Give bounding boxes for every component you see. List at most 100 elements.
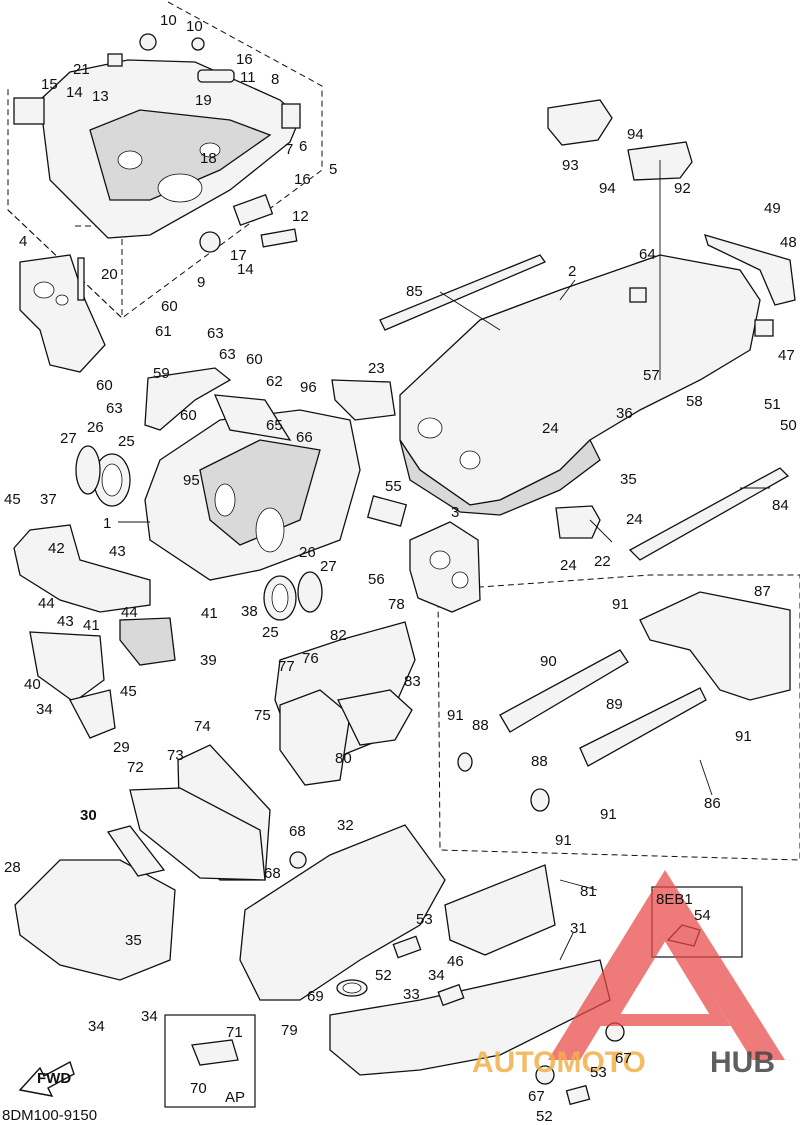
- callout-94a: 94: [627, 126, 644, 143]
- callout-87: 87: [754, 583, 771, 600]
- rear-bracket-group-outline: [437, 574, 800, 861]
- callout-81: 81: [580, 883, 597, 900]
- callout-68a: 68: [289, 823, 306, 840]
- callout-36: 36: [616, 405, 633, 422]
- callout-5: 5: [329, 161, 337, 178]
- callout-27b: 27: [320, 558, 337, 575]
- callout-78: 78: [388, 596, 405, 613]
- callout-88a: 88: [472, 717, 489, 734]
- callout-83: 83: [404, 673, 421, 690]
- callout-10b: 10: [186, 18, 203, 35]
- callout-84: 84: [772, 497, 789, 514]
- callout-29: 29: [113, 739, 130, 756]
- callout-16b: 16: [294, 171, 311, 188]
- diagram-code: 8DM100-9150: [2, 1107, 97, 1124]
- callout-34a: 34: [36, 701, 53, 718]
- callout-19: 19: [195, 92, 212, 109]
- ap-box-label: AP: [225, 1089, 245, 1106]
- callout-73: 73: [167, 747, 184, 764]
- callout-28: 28: [4, 859, 21, 876]
- callout-58: 58: [686, 393, 703, 410]
- callout-27a: 27: [60, 430, 77, 447]
- callout-26a: 26: [87, 419, 104, 436]
- callout-72: 72: [127, 759, 144, 776]
- callout-76: 76: [302, 650, 319, 667]
- callout-63b: 63: [219, 346, 236, 363]
- ap-variant-box: [164, 1014, 256, 1108]
- callout-34d: 34: [141, 1008, 158, 1025]
- callout-91e: 91: [555, 832, 572, 849]
- callout-47: 47: [778, 347, 795, 364]
- leader-lines: [118, 160, 770, 961]
- callout-39: 39: [200, 652, 217, 669]
- callout-64: 64: [639, 246, 656, 263]
- callout-88b: 88: [531, 753, 548, 770]
- callout-71: 71: [226, 1024, 243, 1041]
- callout-45a: 45: [4, 491, 21, 508]
- callout-60d: 60: [180, 407, 197, 424]
- callout-41b: 41: [201, 605, 218, 622]
- callout-48: 48: [780, 234, 797, 251]
- callout-75: 75: [254, 707, 271, 724]
- callout-44b: 44: [121, 604, 138, 621]
- callout-33: 33: [403, 986, 420, 1003]
- automotohub-watermark-logo: [548, 870, 785, 1060]
- callout-12: 12: [292, 208, 309, 225]
- callout-40: 40: [24, 676, 41, 693]
- callout-22: 22: [594, 553, 611, 570]
- callout-65: 65: [266, 417, 283, 434]
- callout-82: 82: [330, 627, 347, 644]
- callout-54: 54: [694, 907, 711, 924]
- callout-79: 79: [281, 1022, 298, 1039]
- rear-bracket-parts: [457, 591, 791, 812]
- callout-labels: 10 10 16 21 11 8 15 14 13 19 6 7 5 18 16…: [2, 12, 797, 1125]
- callout-37: 37: [40, 491, 57, 508]
- variant-box-label: 8EB1: [656, 891, 693, 908]
- callout-86: 86: [704, 795, 721, 812]
- callout-69: 69: [307, 988, 324, 1005]
- front-cover-panels: [14, 621, 416, 981]
- callout-68b: 68: [264, 865, 281, 882]
- callout-61: 61: [155, 323, 172, 340]
- callout-80: 80: [335, 750, 352, 767]
- callout-91c: 91: [735, 728, 752, 745]
- callout-26b: 26: [299, 544, 316, 561]
- callout-24c: 24: [560, 557, 577, 574]
- callout-49: 49: [764, 200, 781, 217]
- callout-53a: 53: [416, 911, 433, 928]
- callout-96: 96: [300, 379, 317, 396]
- watermark-brand-right: HUB: [710, 1046, 775, 1079]
- callout-95: 95: [183, 472, 200, 489]
- fwd-arrow-icon: FWD: [18, 1060, 75, 1097]
- callout-42: 42: [48, 540, 65, 557]
- callout-56: 56: [368, 571, 385, 588]
- callout-1: 1: [103, 515, 111, 532]
- callout-31: 31: [570, 920, 587, 937]
- tunnel-assembly: [331, 99, 796, 613]
- side-bracket-part: [19, 254, 106, 373]
- callout-35a: 35: [620, 471, 637, 488]
- steering-bracket-assembly: [13, 524, 176, 739]
- callout-44a: 44: [38, 595, 55, 612]
- watermark-brand-left: AUTOMOTO: [472, 1046, 646, 1079]
- callout-60c: 60: [96, 377, 113, 394]
- callout-60a: 60: [161, 298, 178, 315]
- callout-11: 11: [240, 69, 256, 86]
- callout-24a: 24: [542, 420, 559, 437]
- callout-92: 92: [674, 180, 691, 197]
- fwd-label: FWD: [37, 1070, 71, 1087]
- callout-35b: 35: [125, 932, 142, 949]
- middle-frame-assembly: [75, 367, 361, 621]
- callout-85: 85: [406, 283, 423, 300]
- callout-34c: 34: [88, 1018, 105, 1035]
- callout-21: 21: [73, 61, 90, 78]
- callout-94b: 94: [599, 180, 616, 197]
- callout-41a: 41: [83, 617, 100, 634]
- callout-32: 32: [337, 817, 354, 834]
- callout-77: 77: [278, 658, 295, 675]
- callout-8: 8: [271, 71, 279, 88]
- callout-38: 38: [241, 603, 258, 620]
- callout-18: 18: [200, 150, 217, 167]
- callout-90: 90: [540, 653, 557, 670]
